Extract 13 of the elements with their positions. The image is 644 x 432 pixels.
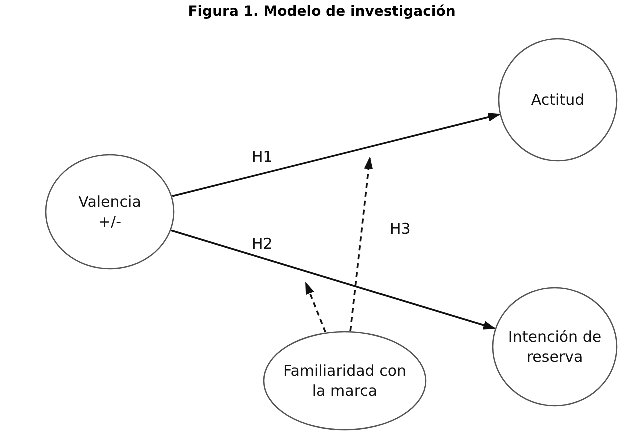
ellipse-node [45, 154, 175, 270]
node-label: Familiaridad con la marca [282, 361, 408, 401]
arrow [172, 113, 501, 198]
node-label: Valencia +/- [78, 192, 142, 232]
ellipse-node [492, 287, 618, 407]
dashed-arrow [305, 282, 326, 333]
ellipse-node [263, 331, 427, 431]
dashed-arrow [350, 156, 374, 332]
ellipse-node [498, 38, 618, 162]
node-label: Actitud [530, 90, 586, 110]
arrow [171, 230, 496, 330]
node-label: Intención de reserva [507, 327, 603, 367]
figure-title: Figura 1. Modelo de investigación [187, 4, 457, 20]
